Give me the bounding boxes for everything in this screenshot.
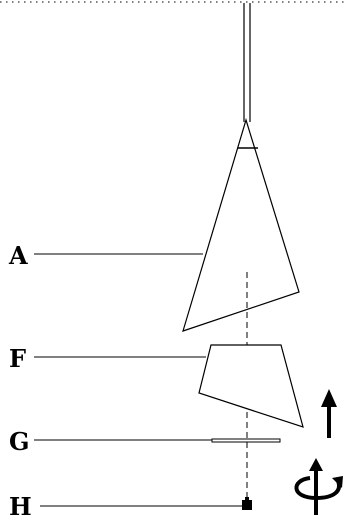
label-a: A [8,241,28,270]
up-arrow-icon [321,389,337,438]
part-g-plate [211,438,281,443]
label-h: H [9,492,32,521]
part-h-block [242,497,252,510]
label-f: F [9,344,26,373]
part-f-trapezoid [198,344,304,428]
label-g: G [9,427,30,456]
rotation-arrow-icon [294,458,343,515]
part-a-cone [182,117,300,332]
